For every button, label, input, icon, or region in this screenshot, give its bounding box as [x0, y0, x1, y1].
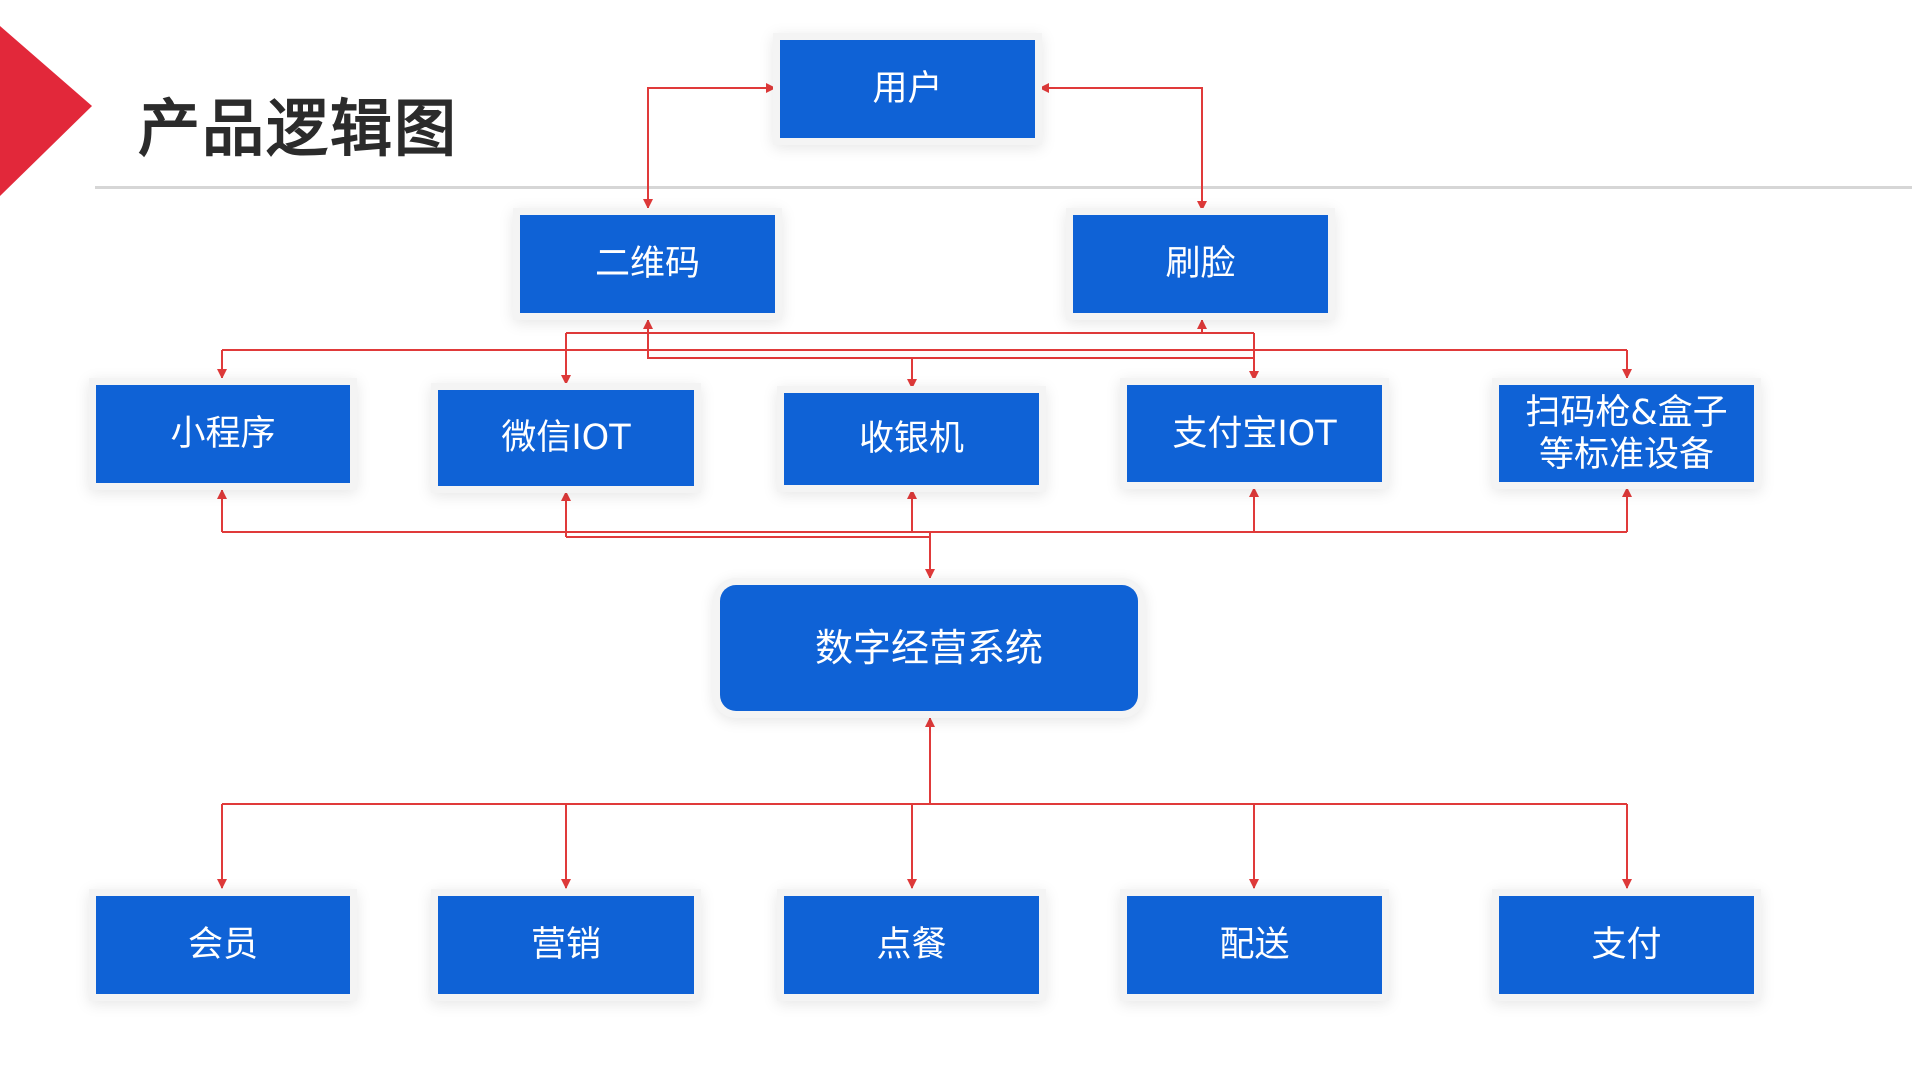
node-membership-label: 会员 [187, 925, 258, 965]
node-delivery-label: 配送 [1219, 925, 1290, 965]
node-alipay-iot-label: 支付宝IOT [1172, 413, 1337, 454]
edge-user-qrcode [643, 83, 776, 209]
node-alipay-iot: 支付宝IOT [1127, 385, 1382, 482]
node-membership: 会员 [96, 896, 350, 994]
node-cash-register: 收银机 [784, 393, 1039, 485]
node-qrcode-label: 二维码 [594, 244, 700, 284]
node-digital-ops-system-label: 数字经营系统 [814, 626, 1043, 670]
node-scanner-box-label: 扫码枪&盒子 等标准设备 [1525, 392, 1728, 475]
page-title: 产品逻辑图 [138, 92, 459, 165]
node-face-scan: 刷脸 [1073, 215, 1328, 313]
node-face-scan-label: 刷脸 [1165, 244, 1236, 284]
node-payment-label: 支付 [1591, 925, 1662, 965]
edge-qrcode-alipay [912, 357, 1259, 381]
node-digital-ops-system: 数字经营系统 [720, 585, 1138, 711]
edge-user-face-scan [1039, 83, 1207, 211]
node-ordering-label: 点餐 [876, 925, 947, 965]
node-payment: 支付 [1499, 896, 1754, 994]
node-qrcode: 二维码 [520, 215, 775, 313]
node-wechat-iot-label: 微信IOT [501, 418, 631, 458]
title-accent-triangle [0, 26, 92, 196]
title-divider [95, 186, 1912, 189]
node-mini-program: 小程序 [96, 385, 350, 483]
node-mini-program-label: 小程序 [170, 414, 276, 454]
edge-middle-bus [222, 531, 1627, 538]
node-ordering: 点餐 [784, 896, 1039, 994]
node-marketing: 营销 [438, 896, 694, 994]
node-marketing-label: 营销 [530, 925, 601, 965]
node-delivery: 配送 [1127, 896, 1382, 994]
edge-qrcode-cash-register [647, 350, 917, 389]
node-user: 用户 [780, 40, 1035, 138]
node-scanner-box: 扫码枪&盒子 等标准设备 [1499, 385, 1754, 482]
node-wechat-iot: 微信IOT [438, 390, 694, 486]
node-cash-register-label: 收银机 [858, 419, 964, 459]
node-user-label: 用户 [872, 69, 943, 109]
